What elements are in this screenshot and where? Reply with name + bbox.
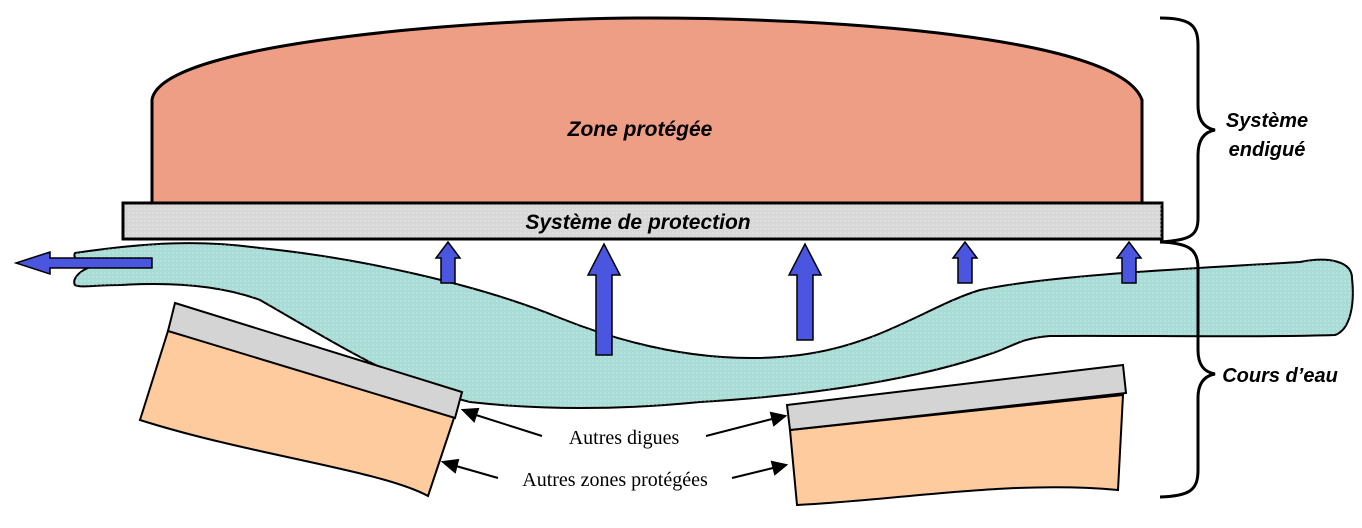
arrow-up-icon [787,242,823,341]
other-zones-label: Autres zones protégées [522,469,708,491]
other-dikes-label: Autres digues [569,427,680,449]
other-dike-left [166,301,464,420]
protected-zone-label: Zone protégée [567,118,713,141]
brace-cours-eau [1159,240,1216,499]
other-protected-zone-right [788,393,1125,507]
protection-system-label: Système de protection [525,211,750,234]
systeme-endigue-label-line2: endigué [1229,139,1306,161]
arrow-left-icon [13,250,153,276]
brace-systeme-endigue [1159,16,1216,244]
arrow-up-icon [434,240,462,284]
arrow-up-icon [1115,240,1143,284]
other-protected-zone-left [138,329,457,498]
arrow-up-icon [586,242,622,356]
pointer-lines [440,407,789,479]
other-dike-right [785,363,1128,432]
protected-zone-shape [150,16,1144,207]
arrow-up-icon [951,240,979,284]
systeme-endigue-label-line1: Système [1226,110,1308,132]
cours-eau-label: Cours d’eau [1222,365,1338,387]
